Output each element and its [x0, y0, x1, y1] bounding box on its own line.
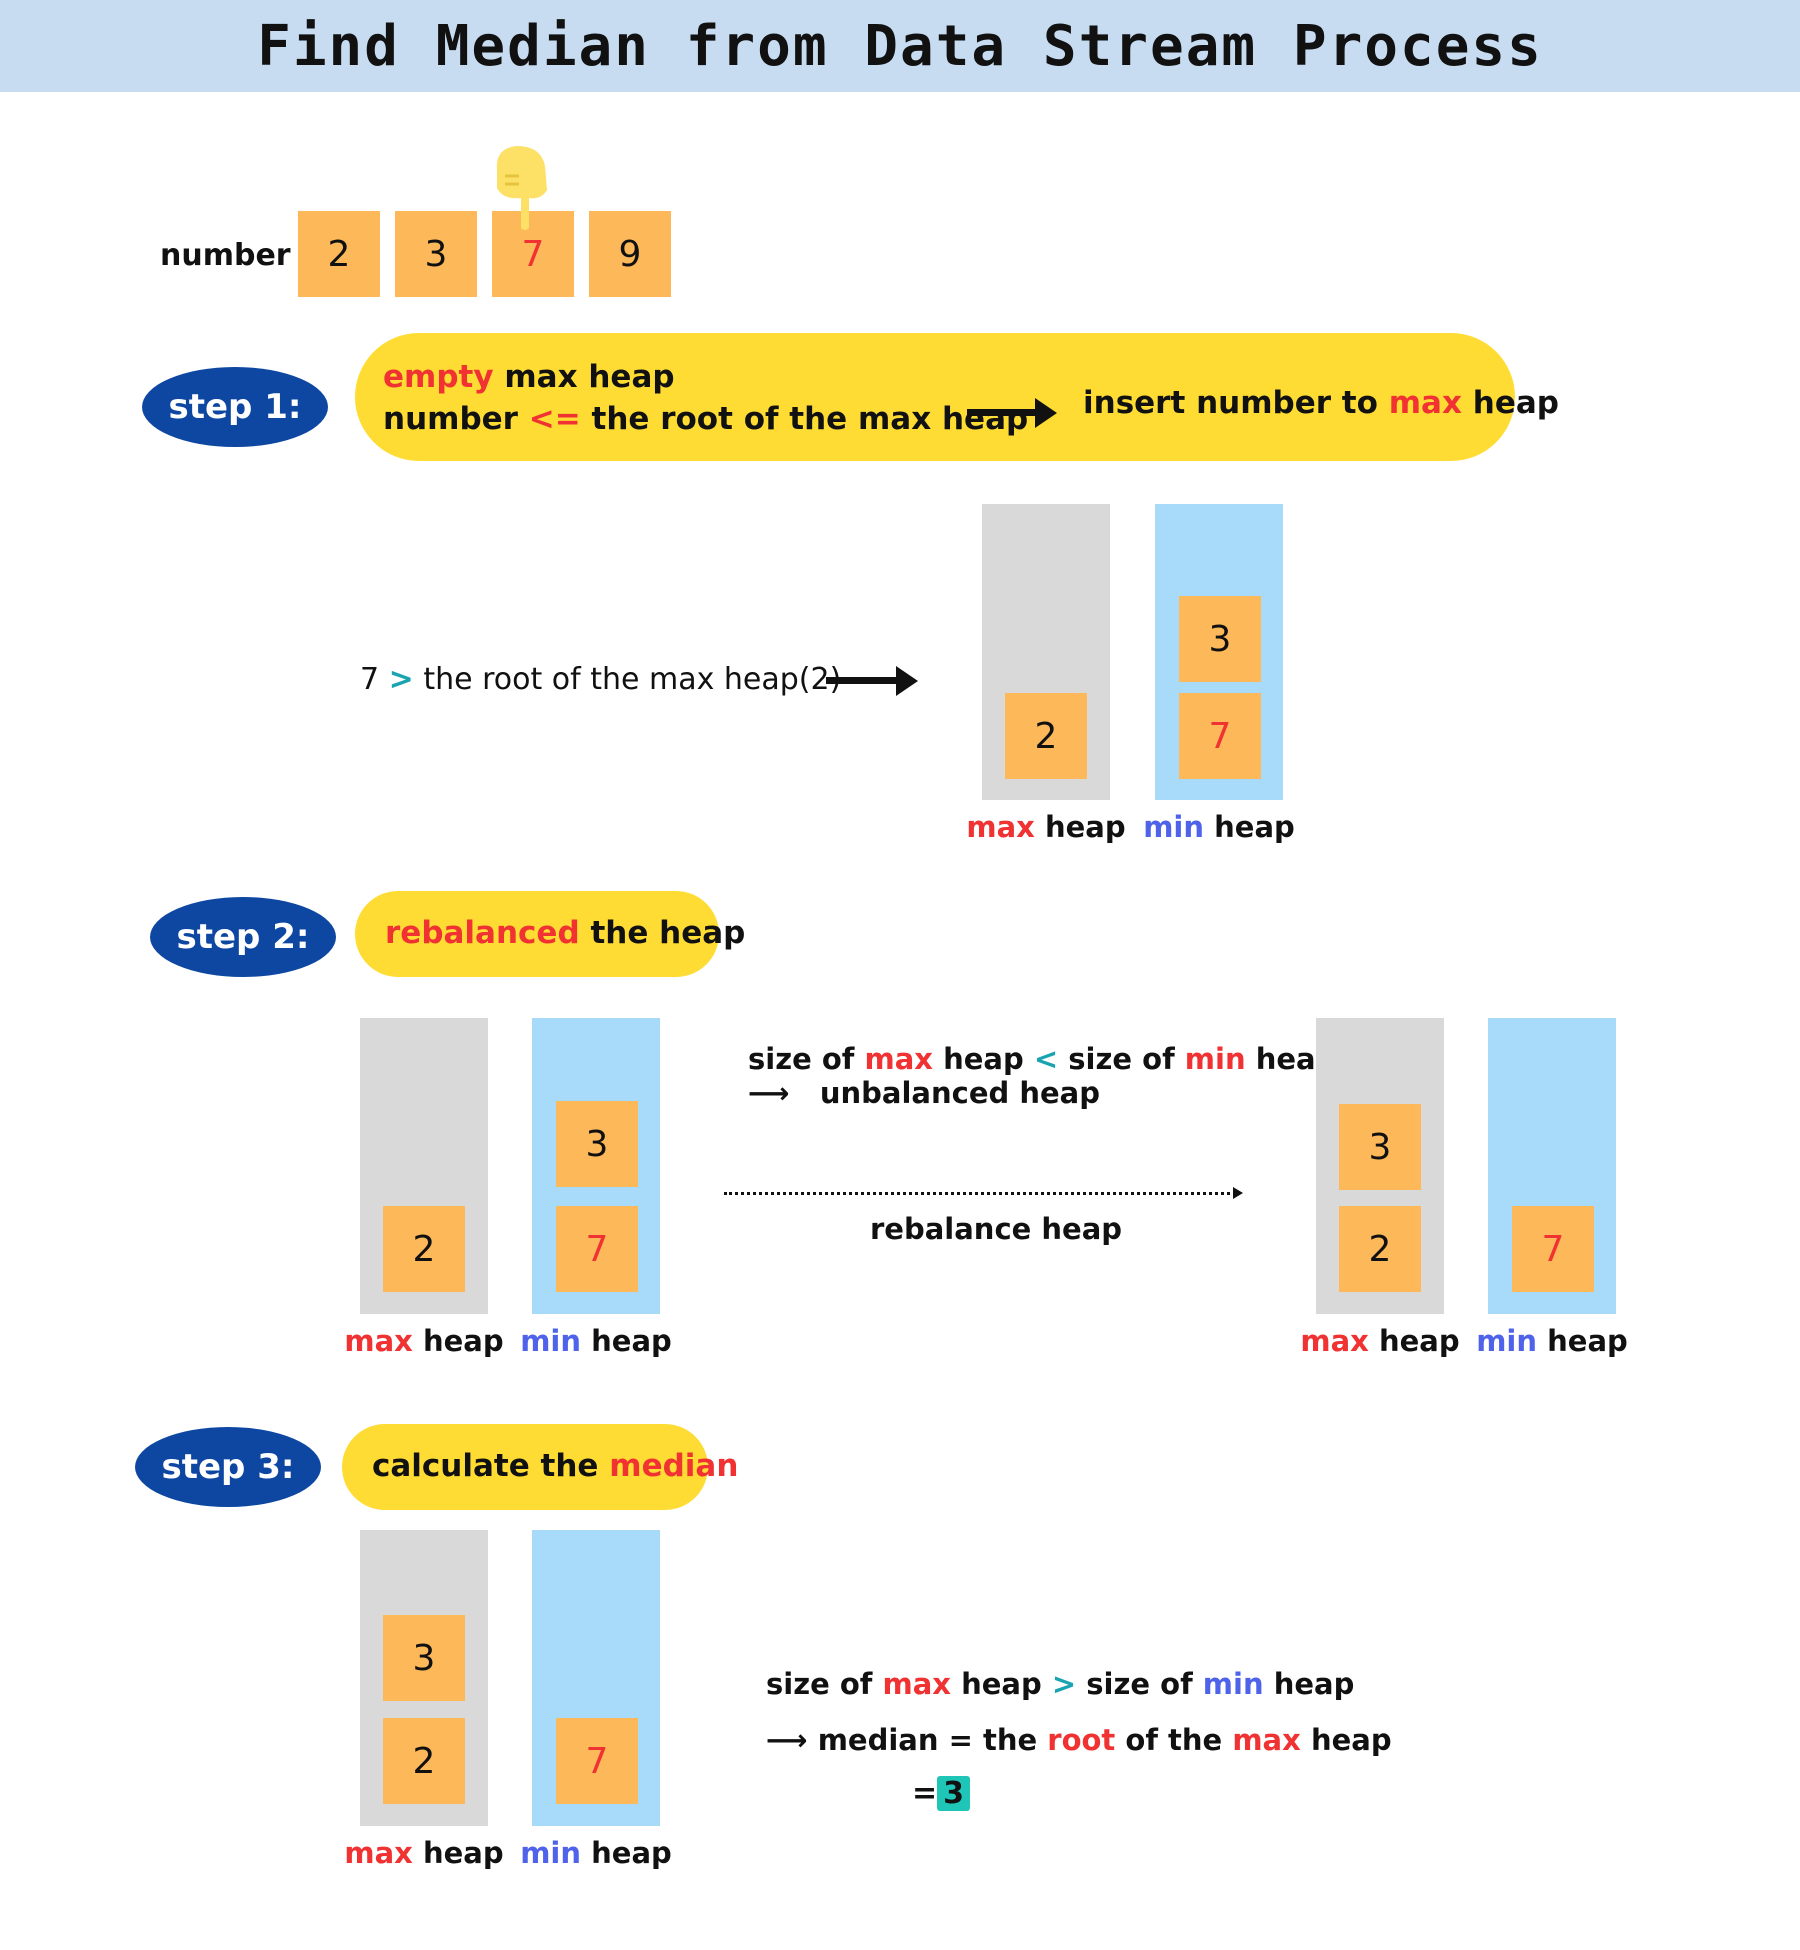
rebalance-arrow-head: [1233, 1187, 1243, 1199]
step1-pill: empty max heap number <= the root of the…: [355, 333, 1559, 461]
max-heap-label: max heap: [1300, 1324, 1460, 1358]
step1-condition-line2: number <= the root of the max heap: [383, 401, 1029, 437]
max-heap-label: max heap: [344, 1836, 504, 1870]
min-heap-label: min heap: [1143, 810, 1295, 844]
heap-box: 2: [383, 1206, 465, 1292]
pointing-hand-icon: [496, 146, 547, 230]
heap-box-root: 3: [383, 1615, 465, 1701]
median-result: =3: [912, 1776, 971, 1811]
step1-result: insert number to max heap: [1083, 385, 1559, 421]
step2-pill-text: rebalanced the heap: [385, 915, 746, 951]
step2-pill: rebalanced the heap: [355, 891, 745, 977]
step1-arrow: [967, 409, 1037, 416]
heap-box: 7: [1512, 1206, 1594, 1292]
rebalance-arrow: [724, 1192, 1236, 1195]
min-heap-label: min heap: [520, 1836, 672, 1870]
number-box-highlighted: 7: [492, 211, 574, 297]
step1-condition-line1: empty max heap: [383, 359, 675, 395]
step1-compare-arrow: [826, 677, 898, 684]
heap-box: 3: [1179, 596, 1261, 682]
step3-badge: step 3:: [135, 1427, 321, 1507]
step3-pill-text: calculate the median: [372, 1448, 739, 1484]
heap-box: 2: [1005, 693, 1087, 779]
number-box: 2: [298, 211, 380, 297]
number-label: number: [160, 238, 291, 273]
step2-note-line1: size of max heap < size of min heap: [748, 1042, 1337, 1076]
number-box: 3: [395, 211, 477, 297]
heap-box: 3: [556, 1101, 638, 1187]
min-heap-label: min heap: [1476, 1324, 1628, 1358]
heap-box: 2: [383, 1718, 465, 1804]
step3-line2: ⟶ median = the root of the max heap: [766, 1723, 1392, 1757]
rebalance-label: rebalance heap: [870, 1212, 1123, 1246]
step1-compare: 7 > the root of the max heap(2): [360, 662, 842, 697]
step1-compare-arrow-head: [896, 666, 918, 696]
step1-badge: step 1:: [142, 367, 328, 447]
step3-pill: calculate the median: [342, 1424, 738, 1510]
step1-arrow-head: [1035, 398, 1057, 428]
number-box: 9: [589, 211, 671, 297]
heap-box: 7: [556, 1206, 638, 1292]
step3-line1: size of max heap > size of min heap: [766, 1667, 1355, 1701]
heap-box: 3: [1339, 1104, 1421, 1190]
median-value: 3: [937, 1776, 971, 1811]
step2-badge: step 2:: [150, 897, 336, 977]
page-title: Find Median from Data Stream Process: [257, 13, 1543, 79]
max-heap-label: max heap: [344, 1324, 504, 1358]
max-heap-label: max heap: [966, 810, 1126, 844]
min-heap-label: min heap: [520, 1324, 672, 1358]
heap-box: 2: [1339, 1206, 1421, 1292]
step2-note-line2: ⟶ unbalanced heap: [748, 1076, 1101, 1110]
heap-box-new: 7: [1179, 693, 1261, 779]
heap-box: 7: [556, 1718, 638, 1804]
title-banner: Find Median from Data Stream Process: [0, 0, 1800, 92]
